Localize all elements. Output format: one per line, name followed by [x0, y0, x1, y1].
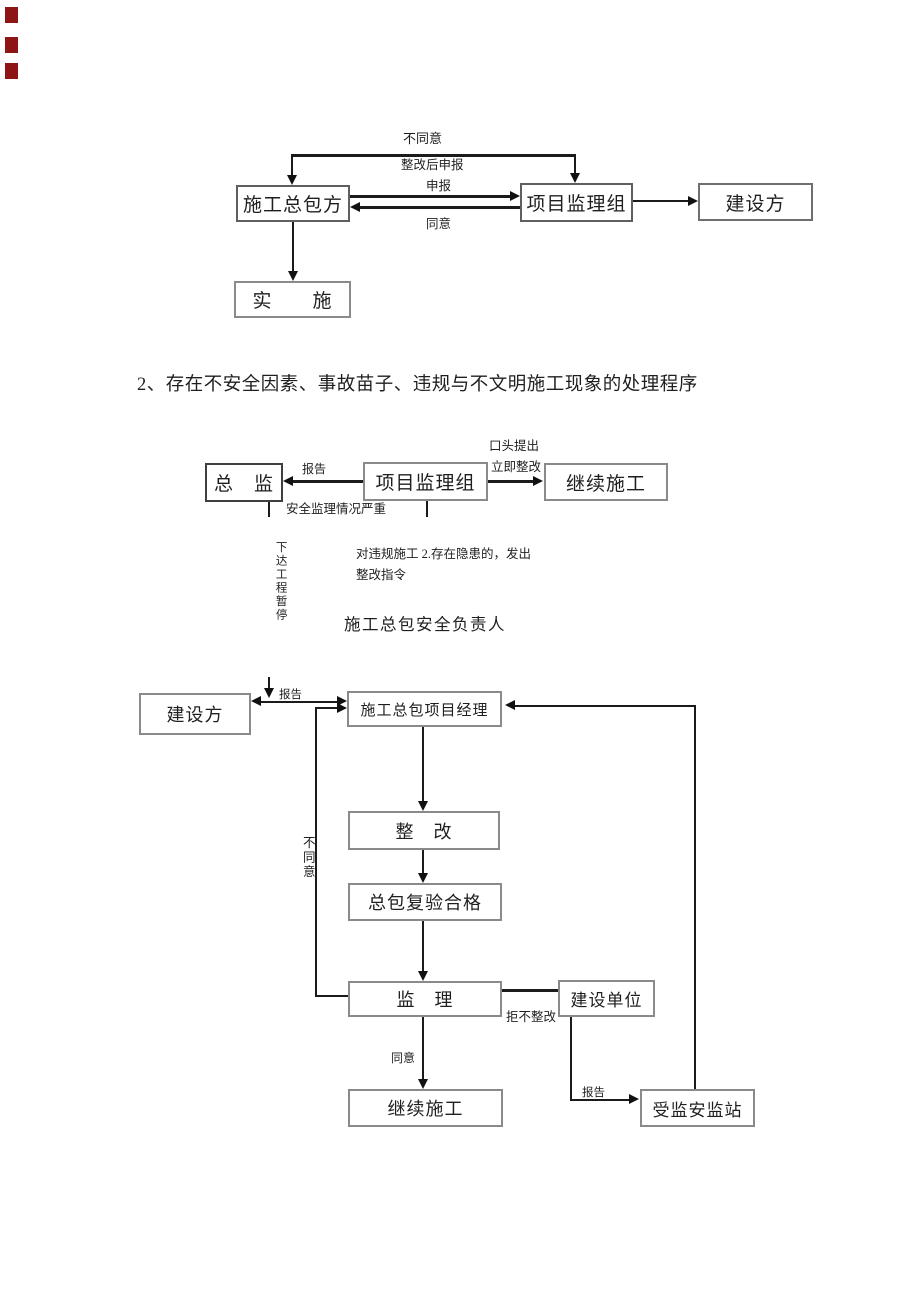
connector-line — [422, 850, 424, 876]
label-disagree: 不同意 — [403, 131, 443, 146]
connector-line — [291, 154, 293, 176]
box-supervision-group-2: 项目监理组 — [363, 462, 488, 501]
connector-line — [694, 705, 696, 1089]
box-supervise: 监 理 — [348, 981, 502, 1017]
connector-line — [422, 727, 424, 804]
arrowhead-right — [629, 1094, 639, 1104]
box-implement: 实 施 — [234, 281, 351, 318]
box-general-contractor: 施工总包方 — [236, 185, 350, 222]
connector-line — [422, 921, 424, 974]
label-safety-officer: 施工总包安全负责人 — [344, 615, 506, 634]
arrowhead-down — [288, 271, 298, 281]
connector-line — [316, 707, 339, 709]
connector-line — [268, 502, 270, 517]
connector-line — [268, 677, 270, 689]
arrowhead-down — [264, 688, 274, 698]
label-submit: 申报 — [426, 179, 452, 193]
label-immediate-rectify: 立即整改 — [491, 460, 542, 474]
connector-line — [259, 701, 339, 703]
red-edge-mark — [5, 37, 18, 53]
section-heading: 2、存在不安全因素、事故苗子、违规与不文明施工现象的处理程序 — [137, 375, 698, 395]
arrowhead-down — [418, 801, 428, 811]
connector-line — [502, 989, 558, 992]
label-issue-stop-order: 下达工程暂停 — [274, 541, 287, 622]
label-disagree-vertical: 不同意 — [300, 836, 315, 880]
box-continue-construction-3: 继续施工 — [348, 1089, 503, 1127]
arrowhead-down — [287, 175, 297, 185]
connector-line — [422, 1017, 424, 1082]
label-note-line1: 对违规施工 2.存在隐患的，发出 — [356, 547, 532, 561]
box-chief-supervisor: 总 监 — [205, 463, 283, 502]
box-gc-project-manager: 施工总包项目经理 — [347, 691, 502, 727]
red-edge-mark — [5, 63, 18, 79]
arrowhead-left — [350, 202, 360, 212]
box-construction-unit: 建设单位 — [558, 980, 655, 1017]
connector-line — [633, 200, 691, 202]
arrowhead-left — [283, 476, 293, 486]
box-client: 建设方 — [698, 183, 813, 221]
arrowhead-right — [688, 196, 698, 206]
box-rectify: 整 改 — [348, 811, 500, 850]
arrowhead-right — [337, 703, 347, 713]
arrowhead-right — [533, 476, 543, 486]
connector-line — [315, 995, 348, 997]
connector-line — [570, 1017, 572, 1101]
arrowhead-right — [510, 191, 520, 201]
arrowhead-left — [251, 696, 261, 706]
arrowhead-right — [337, 696, 347, 706]
label-report-station: 报告 — [582, 1087, 605, 1099]
label-note-line2: 整改指令 — [356, 568, 407, 582]
red-edge-mark — [5, 7, 18, 23]
box-gc-recheck-pass: 总包复验合格 — [348, 883, 502, 921]
label-verbal-proposal: 口头提出 — [489, 439, 540, 453]
connector-line — [514, 705, 696, 707]
label-refuse-rectify: 拒不整改 — [506, 1010, 557, 1024]
box-continue-construction-2: 继续施工 — [544, 463, 668, 501]
label-severe-condition: 安全监理情况严重 — [286, 502, 387, 516]
connector-line — [315, 707, 317, 997]
label-agree-3: 同意 — [391, 1051, 416, 1065]
connector-line — [293, 480, 363, 483]
connector-line — [570, 1099, 632, 1101]
connector-line — [292, 222, 294, 274]
arrowhead-down — [570, 173, 580, 183]
arrowhead-down — [418, 873, 428, 883]
box-safety-station: 受监安监站 — [640, 1089, 755, 1127]
arrowhead-down — [418, 971, 428, 981]
label-agree: 同意 — [426, 217, 452, 231]
connector-line — [488, 480, 536, 483]
connector-line — [350, 195, 512, 198]
label-report-3: 报告 — [279, 689, 302, 701]
arrowhead-left — [505, 700, 515, 710]
connector-line — [426, 501, 428, 517]
label-report: 报告 — [302, 462, 327, 476]
connector-line — [574, 154, 576, 174]
connector-line — [292, 154, 576, 157]
label-resubmit: 整改后申报 — [401, 158, 464, 172]
box-supervision-group: 项目监理组 — [520, 183, 633, 222]
connector-line — [358, 206, 520, 209]
arrowhead-down — [418, 1079, 428, 1089]
box-client-3: 建设方 — [139, 693, 251, 735]
